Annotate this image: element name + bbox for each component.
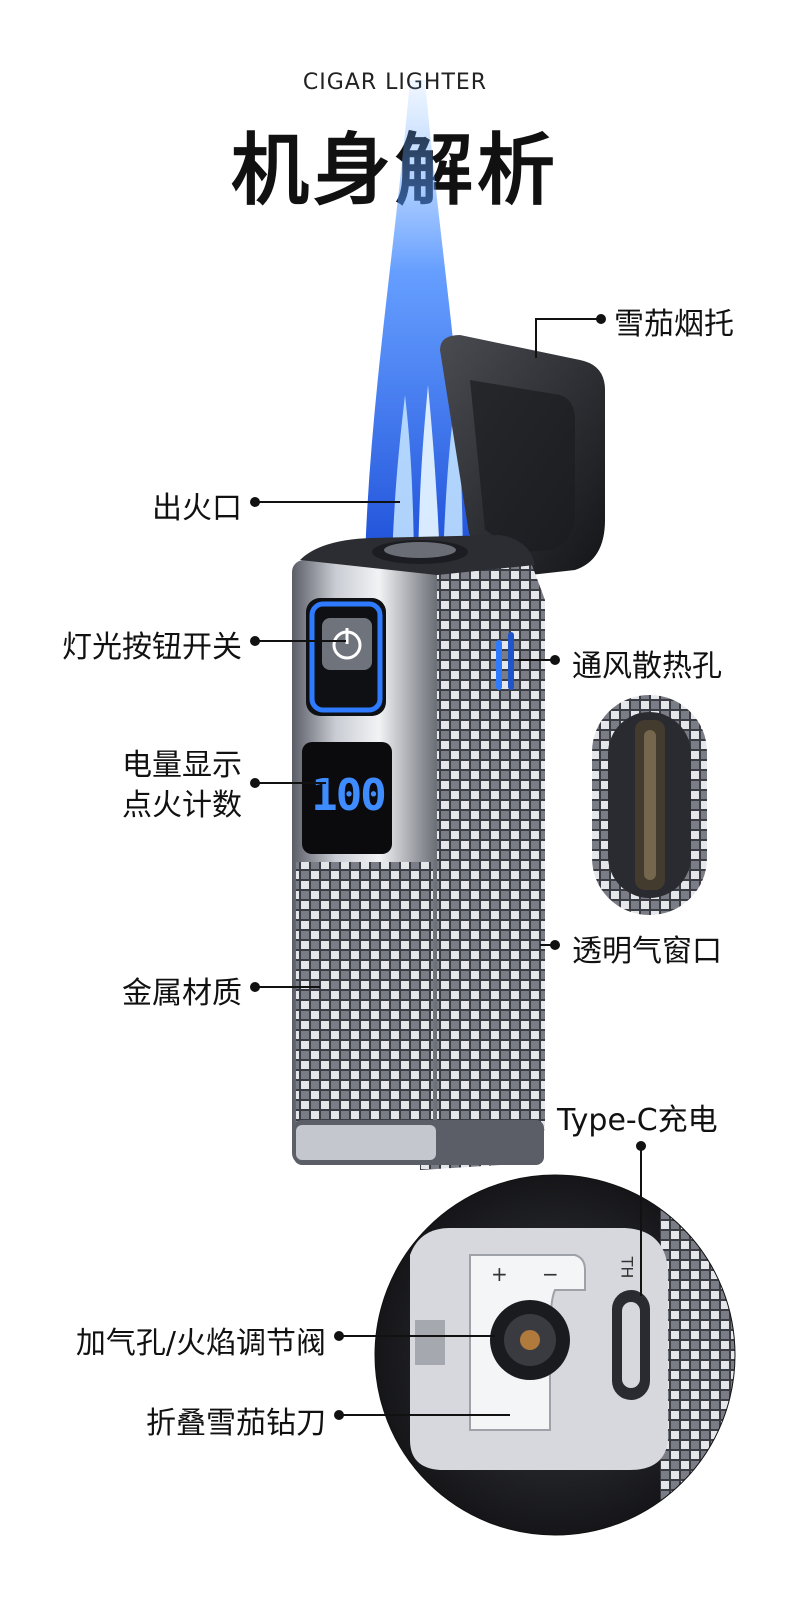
plus-mark: + bbox=[491, 1262, 508, 1286]
battery-display bbox=[302, 742, 392, 854]
subtitle: CIGAR LIGHTER bbox=[302, 70, 488, 95]
label-light-button: 灯光按钮开关 bbox=[62, 630, 242, 665]
label-vent-holes: 通风散热孔 bbox=[572, 649, 722, 684]
label-battery-display-1: 电量显示 bbox=[122, 748, 242, 783]
label-metal-material: 金属材质 bbox=[122, 976, 242, 1011]
bottom-detail bbox=[375, 1175, 735, 1535]
label-cigar-rest: 雪茄烟托 bbox=[614, 307, 734, 342]
minus-mark: − bbox=[542, 1262, 559, 1286]
label-gas-window: 透明气窗口 bbox=[572, 934, 722, 969]
label-flame-outlet: 出火口 bbox=[152, 491, 242, 526]
flame bbox=[365, 80, 470, 560]
display-value: 100 bbox=[311, 770, 386, 821]
port-mark: TH bbox=[617, 1256, 637, 1279]
label-type-c: Type-C充电 bbox=[557, 1103, 718, 1138]
label-cigar-cutter: 折叠雪茄钻刀 bbox=[146, 1406, 326, 1441]
page-title: 机身解析 bbox=[230, 126, 559, 216]
metal-material-area bbox=[296, 862, 433, 1122]
label-battery-display-2: 点火计数 bbox=[122, 788, 242, 823]
label-gas-valve: 加气孔/火焰调节阀 bbox=[75, 1326, 326, 1361]
